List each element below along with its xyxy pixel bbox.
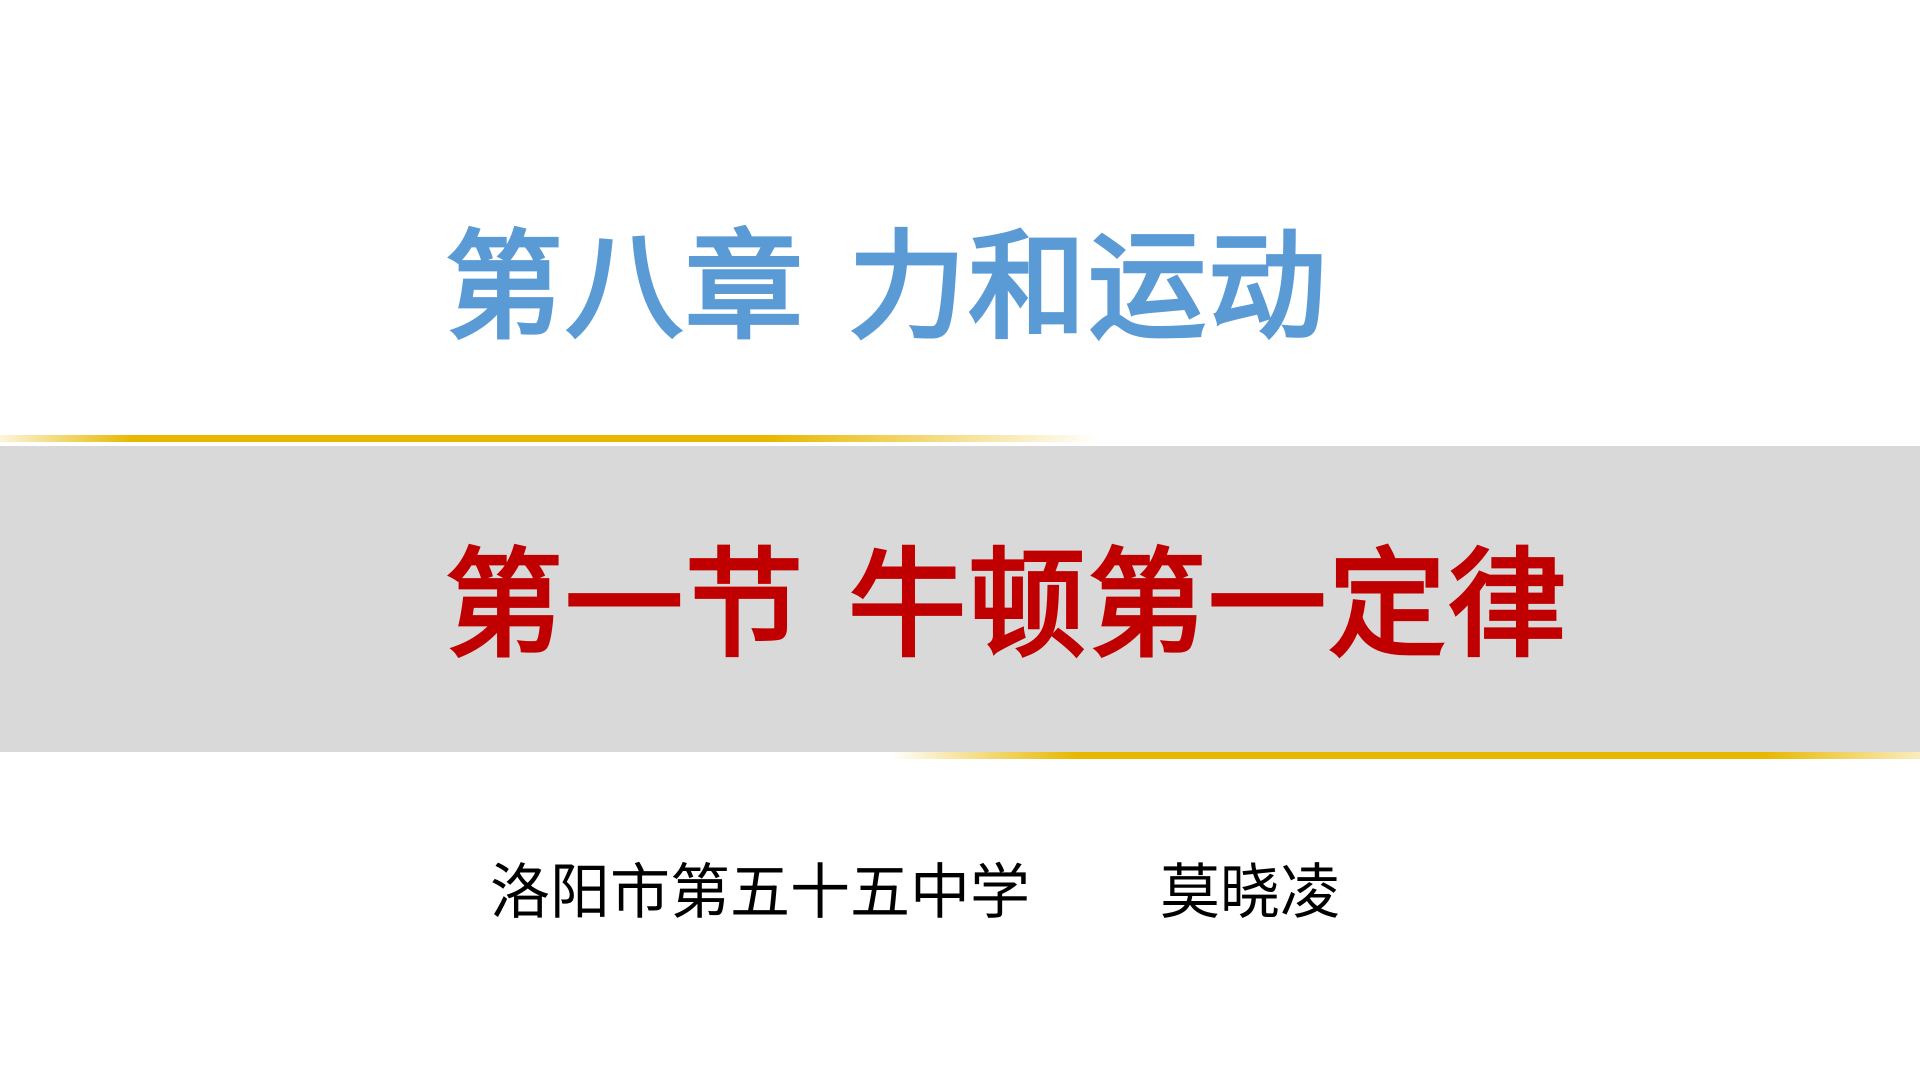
- school-name: 洛阳市第五十五中学: [490, 858, 1030, 928]
- chapter-title: 第八章 力和运动: [445, 218, 1329, 356]
- section-title: 第一节 牛顿第一定律: [445, 536, 1569, 674]
- author-name: 莫晓凌: [1160, 858, 1340, 928]
- gold-accent-line-top: [0, 435, 1100, 442]
- section-band: [0, 446, 1920, 752]
- presenter-info: 洛阳市第五十五中学 莫晓凌: [490, 848, 1490, 938]
- gold-accent-line-bottom: [890, 752, 1920, 759]
